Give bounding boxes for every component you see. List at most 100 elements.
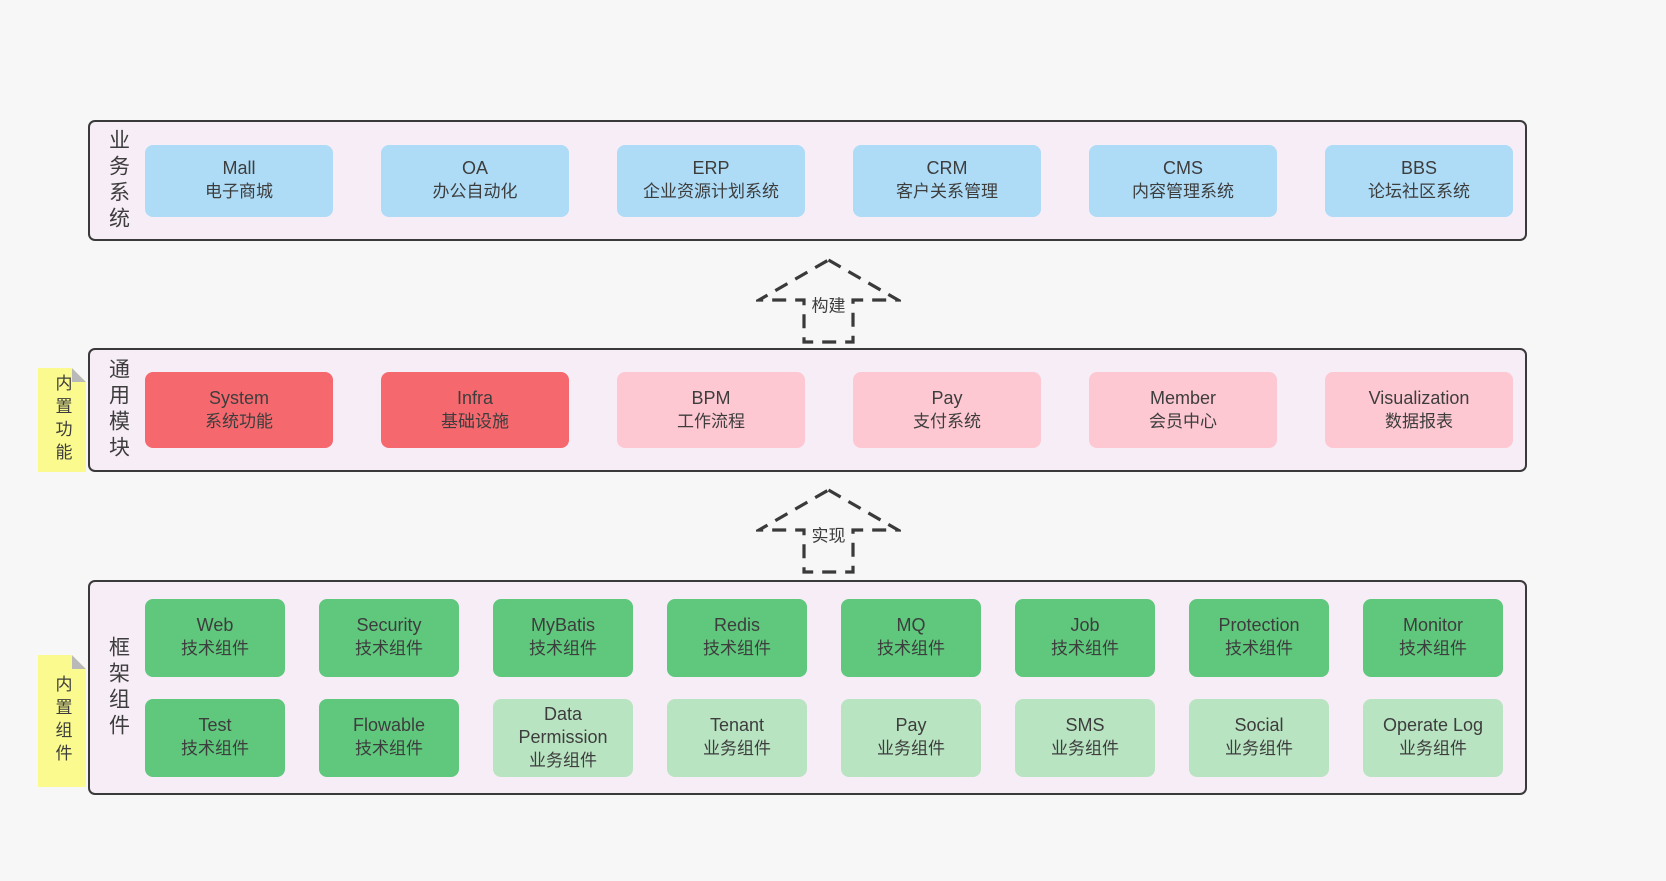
box-subtitle: 内容管理系统 <box>1132 182 1234 202</box>
box-title: Redis <box>713 615 761 636</box>
box-subtitle: 技术组件 <box>1225 639 1293 659</box>
sticky-note-text: 内置功能 <box>52 374 72 466</box>
box-title: Member <box>1149 387 1216 408</box>
box-title: Protection <box>1218 615 1300 636</box>
module-box-system: System 系统功能 <box>145 372 333 448</box>
box-title: CMS <box>1163 158 1203 179</box>
module-box-monitor: Monitor 技术组件 <box>1363 598 1503 677</box>
box-subtitle: 业务组件 <box>877 739 945 759</box>
box-subtitle: 业务组件 <box>1225 739 1293 759</box>
box-subtitle: 企业资源计划系统 <box>643 182 779 202</box>
box-subtitle: 技术组件 <box>703 639 771 659</box>
box-subtitle: 办公自动化 <box>432 182 518 202</box>
arrow-label: 实现 <box>807 520 850 548</box>
box-subtitle: 业务组件 <box>1051 739 1119 759</box>
box-title: Operate Log <box>1382 715 1484 736</box>
box-title: Flowable <box>352 715 426 736</box>
box-title: Security <box>356 615 422 636</box>
box-subtitle: 会员中心 <box>1149 411 1217 431</box>
arrow-up-dashed-icon <box>756 488 901 574</box>
box-subtitle: 基础设施 <box>441 411 509 431</box>
module-box-member: Member 会员中心 <box>1089 372 1277 448</box>
box-title: CRM <box>926 158 968 179</box>
module-box-social: Social 业务组件 <box>1189 698 1329 777</box>
box-title: MQ <box>896 615 926 636</box>
box-subtitle: 技术组件 <box>355 739 423 759</box>
arrow-label: 构建 <box>807 290 850 318</box>
box-subtitle: 数据报表 <box>1385 411 1453 431</box>
box-subtitle: 工作流程 <box>677 411 745 431</box>
box-title: Web <box>196 615 234 636</box>
band-label-text: 框架组件 <box>106 635 130 740</box>
box-title: Pay <box>931 387 963 408</box>
band-label: 框架组件 <box>90 582 145 793</box>
box-title: BPM <box>691 387 731 408</box>
box-title: Data Permission <box>518 703 608 748</box>
box-subtitle: 支付系统 <box>913 411 981 431</box>
band-label-text: 通用模块 <box>106 358 130 462</box>
box-subtitle: 技术组件 <box>181 739 249 759</box>
box-subtitle: 业务组件 <box>1399 739 1467 759</box>
box-subtitle: 技术组件 <box>1051 639 1119 659</box>
box-title: MyBatis <box>530 615 595 636</box>
module-box-redis: Redis 技术组件 <box>667 598 807 677</box>
module-box-infra: Infra 基础设施 <box>381 372 569 448</box>
box-title: Monitor <box>1402 615 1464 636</box>
band-label: 业务系统 <box>90 122 145 239</box>
sticky-note-builtin-components: 内置组件 <box>38 655 86 787</box>
module-box-operate-log: Operate Log 业务组件 <box>1363 698 1503 777</box>
module-box-oa: OA 办公自动化 <box>381 144 569 217</box>
box-subtitle: 论坛社区系统 <box>1368 182 1470 202</box>
box-title: SMS <box>1065 715 1105 736</box>
box-title: ERP <box>692 158 730 179</box>
sticky-note-text: 内置组件 <box>52 675 72 767</box>
band-label-text: 业务系统 <box>106 128 130 233</box>
box-title: Tenant <box>709 715 765 736</box>
module-box-flowable: Flowable 技术组件 <box>319 698 459 777</box>
box-subtitle: 业务组件 <box>703 739 771 759</box>
module-box-pay: Pay 业务组件 <box>841 698 981 777</box>
module-box-web: Web 技术组件 <box>145 598 285 677</box>
box-subtitle: 技术组件 <box>181 639 249 659</box>
band-rows: System 系统功能 Infra 基础设施 BPM 工作流程 Pay 支付系统 Member 会… <box>145 350 1525 470</box>
band-common-modules: 通用模块 System 系统功能 Infra 基础设施 BPM 工作流程 Pay 支付系统 Me… <box>88 348 1527 472</box>
box-title: Visualization <box>1368 387 1470 408</box>
box-title: Pay <box>895 715 927 736</box>
module-box-cms: CMS 内容管理系统 <box>1089 144 1277 217</box>
module-box-protection: Protection 技术组件 <box>1189 598 1329 677</box>
arrow-build: 构建 <box>756 257 901 345</box>
module-box-data-permission: Data Permission 业务组件 <box>493 698 633 777</box>
arrow-implement: 实现 <box>756 487 901 575</box>
box-subtitle: 技术组件 <box>1399 639 1467 659</box>
module-box-visualization: Visualization 数据报表 <box>1325 372 1513 448</box>
box-subtitle: 系统功能 <box>205 411 273 431</box>
module-box-mybatis: MyBatis 技术组件 <box>493 598 633 677</box>
box-title: Infra <box>456 387 494 408</box>
box-title: Mall <box>222 158 256 179</box>
box-row: System 系统功能 Infra 基础设施 BPM 工作流程 Pay 支付系统 Member 会… <box>145 372 1525 448</box>
box-title: Social <box>1234 715 1284 736</box>
box-title: OA <box>461 158 488 179</box>
box-subtitle: 业务组件 <box>529 751 597 771</box>
box-title: System <box>208 387 269 408</box>
module-box-sms: SMS 业务组件 <box>1015 698 1155 777</box>
band-label: 通用模块 <box>90 350 145 470</box>
box-subtitle: 技术组件 <box>529 639 597 659</box>
module-box-erp: ERP 企业资源计划系统 <box>617 144 805 217</box>
module-box-tenant: Tenant 业务组件 <box>667 698 807 777</box>
box-subtitle: 技术组件 <box>355 639 423 659</box>
box-subtitle: 技术组件 <box>877 639 945 659</box>
